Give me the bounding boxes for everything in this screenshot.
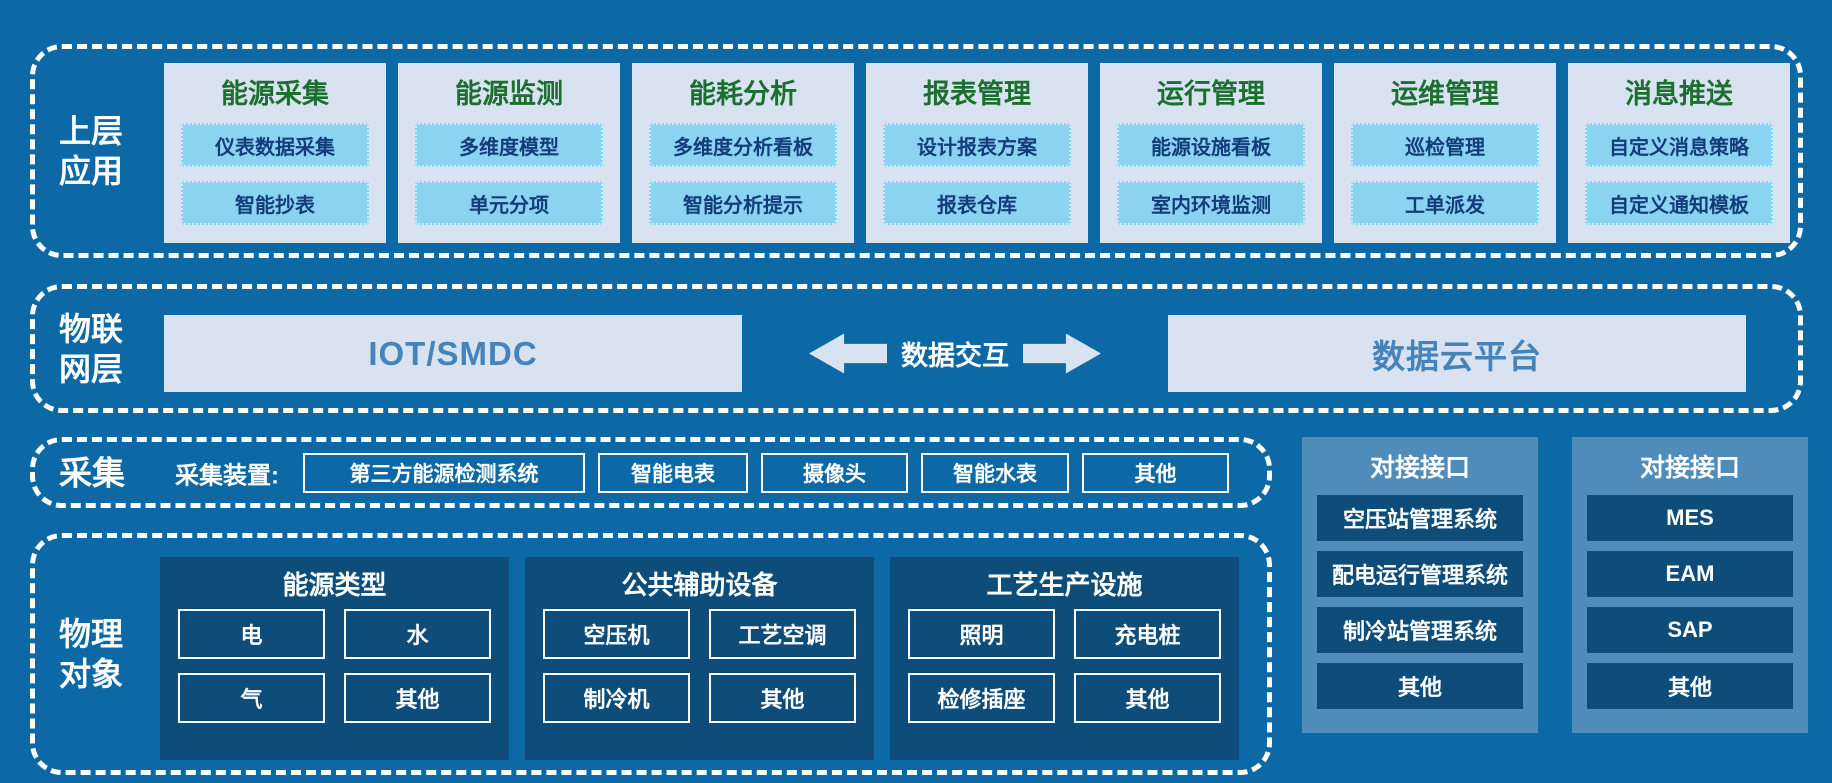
physical-layer-label: 物理 对象 [59, 614, 123, 694]
data-exchange-label: 数据交互 [901, 341, 1009, 371]
app-feature: 多维度模型 [415, 123, 603, 167]
device-box: 第三方能源检测系统 [303, 452, 585, 493]
app-feature: 报表仓库 [883, 181, 1071, 225]
app-column-title: 能耗分析 [689, 78, 797, 109]
physical-item: 其他 [1074, 673, 1221, 723]
app-column-energy-analysis: 能耗分析 多维度分析看板 智能分析提示 [632, 63, 854, 243]
physical-item: 制冷机 [543, 673, 690, 723]
app-column-title: 运维管理 [1391, 78, 1499, 109]
app-feature: 自定义通知模板 [1585, 181, 1773, 225]
app-column-energy-collection: 能源采集 仪表数据采集 智能抄表 [164, 63, 386, 243]
iot-layer: 物联 网层 IOT/SMDC 数据交互 数据云平台 [30, 284, 1803, 413]
data-cloud-platform-box: 数据云平台 [1168, 315, 1746, 392]
group-grid: 电 水 气 其他 [178, 609, 491, 723]
app-feature: 能源设施看板 [1117, 123, 1305, 167]
interface-column-enterprise: 对接接口 MES EAM SAP 其他 [1572, 437, 1808, 733]
interface-column-title: 对接接口 [1639, 454, 1740, 482]
physical-object-layer: 物理 对象 能源类型 电 水 气 其他 公共辅助设备 空压机 工艺空调 制冷机 [30, 533, 1272, 775]
device-box: 其他 [1082, 452, 1229, 493]
device-box: 智能水表 [921, 452, 1069, 493]
physical-item: 其他 [709, 673, 856, 723]
app-feature: 室内环境监测 [1117, 181, 1305, 225]
app-column-title: 报表管理 [923, 78, 1031, 109]
physical-item: 充电桩 [1074, 609, 1221, 659]
interface-column-systems: 对接接口 空压站管理系统 配电运行管理系统 制冷站管理系统 其他 [1302, 437, 1538, 733]
interface-item: 其他 [1317, 663, 1523, 709]
group-auxiliary-equipment: 公共辅助设备 空压机 工艺空调 制冷机 其他 [525, 557, 874, 760]
collection-layer: 采集 采集装置: 第三方能源检测系统 智能电表 摄像头 智能水表 其他 [30, 437, 1272, 508]
interface-item: 空压站管理系统 [1317, 495, 1523, 541]
app-column-title: 能源采集 [221, 78, 329, 109]
app-feature: 智能抄表 [181, 181, 369, 225]
group-title: 公共辅助设备 [621, 569, 778, 600]
arrow-right-icon [1023, 333, 1101, 374]
iot-layer-label-line1: 物联 [59, 310, 124, 347]
upper-layer-label-line2: 应用 [59, 153, 124, 189]
app-column-title: 运行管理 [1157, 78, 1265, 109]
iot-smdc-box: IOT/SMDC [164, 315, 742, 392]
interface-item: 其他 [1587, 663, 1793, 709]
app-feature: 单元分项 [415, 181, 603, 225]
physical-layer-label-line1: 物理 [59, 616, 124, 652]
physical-item: 工艺空调 [709, 609, 856, 659]
upper-layer-label-line1: 上层 [59, 113, 124, 149]
physical-item: 检修插座 [908, 673, 1055, 723]
device-box: 智能电表 [598, 452, 748, 493]
iot-layer-label: 物联 网层 [59, 309, 123, 389]
physical-groups: 能源类型 电 水 气 其他 公共辅助设备 空压机 工艺空调 制冷机 其他 工艺生 [160, 557, 1239, 760]
interface-item: SAP [1587, 607, 1793, 653]
group-energy-types: 能源类型 电 水 气 其他 [160, 557, 509, 760]
app-feature: 智能分析提示 [649, 181, 837, 225]
iot-layer-label-line2: 网层 [59, 350, 124, 387]
device-box: 摄像头 [761, 452, 908, 493]
collection-devices: 第三方能源检测系统 智能电表 摄像头 智能水表 其他 [303, 452, 1229, 493]
app-feature: 设计报表方案 [883, 123, 1071, 167]
app-feature: 仪表数据采集 [181, 123, 369, 167]
app-column-energy-monitoring: 能源监测 多维度模型 单元分项 [398, 63, 620, 243]
group-grid: 空压机 工艺空调 制冷机 其他 [543, 609, 856, 723]
physical-item: 气 [178, 673, 325, 723]
group-grid: 照明 充电桩 检修插座 其他 [908, 609, 1221, 723]
physical-item: 电 [178, 609, 325, 659]
interface-item: MES [1587, 495, 1793, 541]
app-column-title: 消息推送 [1625, 78, 1733, 109]
app-column-message-push: 消息推送 自定义消息策略 自定义通知模板 [1568, 63, 1790, 243]
app-column-report-management: 报表管理 设计报表方案 报表仓库 [866, 63, 1088, 243]
group-production-facilities: 工艺生产设施 照明 充电桩 检修插座 其他 [890, 557, 1239, 760]
data-exchange: 数据交互 [805, 315, 1105, 392]
app-feature: 巡检管理 [1351, 123, 1539, 167]
physical-item: 其他 [344, 673, 491, 723]
app-feature: 多维度分析看板 [649, 123, 837, 167]
collection-layer-label: 采集 [59, 453, 125, 491]
app-columns: 能源采集 仪表数据采集 智能抄表 能源监测 多维度模型 单元分项 能耗分析 多维… [164, 63, 1790, 243]
interface-item: 配电运行管理系统 [1317, 551, 1523, 597]
physical-item: 空压机 [543, 609, 690, 659]
arrow-left-icon [809, 333, 887, 374]
interface-column-title: 对接接口 [1369, 454, 1470, 482]
physical-item: 照明 [908, 609, 1055, 659]
group-title: 能源类型 [282, 569, 387, 600]
app-feature: 工单派发 [1351, 181, 1539, 225]
app-feature: 自定义消息策略 [1585, 123, 1773, 167]
interface-item: 制冷站管理系统 [1317, 607, 1523, 653]
interface-item: EAM [1587, 551, 1793, 597]
app-column-title: 能源监测 [455, 78, 563, 109]
collection-device-label: 采集装置: [175, 462, 279, 489]
app-column-maintenance-management: 运维管理 巡检管理 工单派发 [1334, 63, 1556, 243]
group-title: 工艺生产设施 [986, 569, 1143, 600]
app-column-operation-management: 运行管理 能源设施看板 室内环境监测 [1100, 63, 1322, 243]
physical-item: 水 [344, 609, 491, 659]
physical-layer-label-line2: 对象 [59, 656, 124, 692]
upper-application-layer: 上层 应用 能源采集 仪表数据采集 智能抄表 能源监测 多维度模型 单元分项 能… [30, 44, 1803, 258]
upper-layer-label: 上层 应用 [59, 111, 123, 191]
